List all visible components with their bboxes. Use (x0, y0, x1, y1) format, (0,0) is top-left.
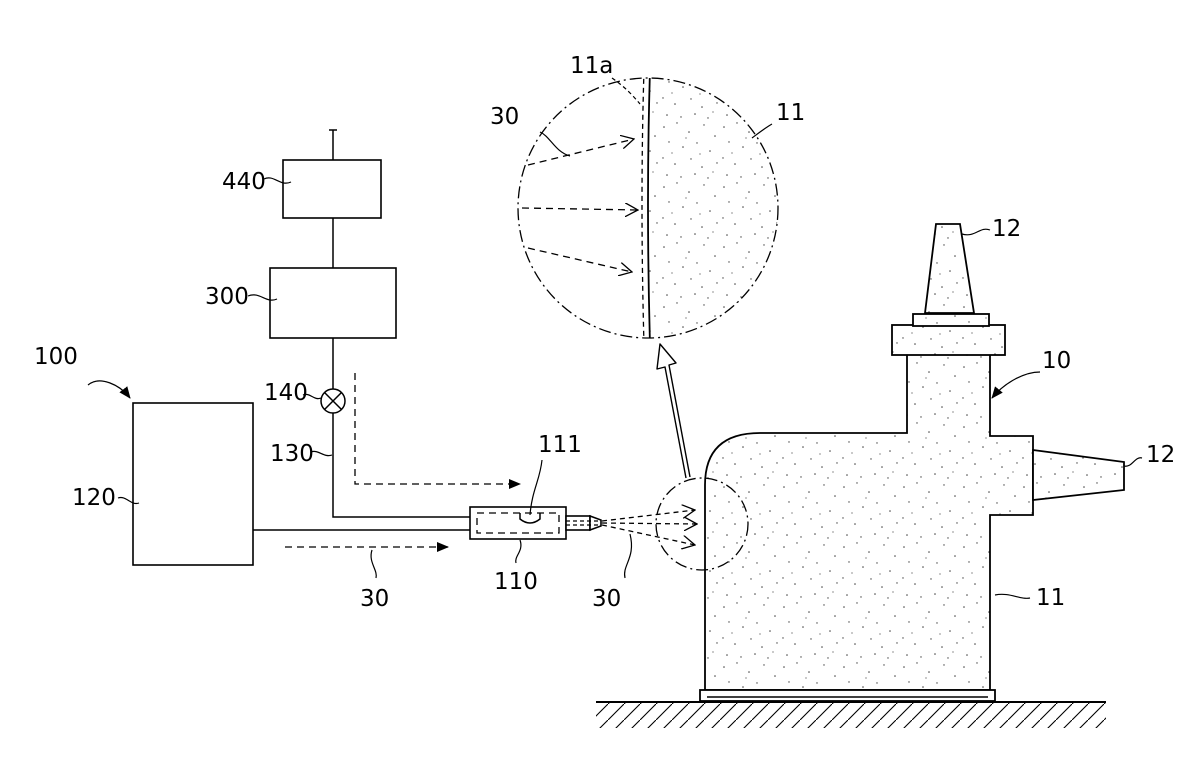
leader-10 (992, 372, 1040, 398)
spray-gun-110 (470, 507, 601, 539)
leader-12-top (962, 229, 990, 235)
label-140: 140 (264, 380, 308, 406)
label-110: 110 (494, 569, 538, 595)
magnify-arrow (657, 344, 690, 478)
label-300: 300 (205, 284, 249, 310)
spray-jet-30 (602, 510, 697, 545)
label-10: 10 (1042, 348, 1071, 374)
leader-30-bottom (371, 550, 376, 578)
label-11-body: 11 (1036, 585, 1065, 611)
top-bushing-12 (925, 224, 974, 313)
top-flange-ring (913, 314, 989, 326)
side-bushing-12 (1033, 450, 1124, 500)
label-12-side: 12 (1146, 442, 1175, 468)
unit-300-box (270, 268, 396, 338)
leader-11-detail (752, 124, 772, 138)
workpiece-10 (700, 224, 1124, 701)
leader-30-detail (540, 132, 570, 156)
top-flange (892, 325, 1005, 355)
leader-130 (311, 451, 332, 455)
leader-110 (516, 540, 521, 563)
label-11-detail: 11 (776, 100, 805, 126)
label-440: 440 (222, 169, 266, 195)
label-30-bottom: 30 (360, 586, 389, 612)
label-130: 130 (270, 441, 314, 467)
supply-line-130 (333, 413, 470, 517)
supply-unit-120-box (133, 403, 253, 565)
label-111: 111 (538, 432, 582, 458)
label-11a: 11a (570, 53, 613, 79)
label-100: 100 (34, 344, 78, 370)
leader-11-body (995, 594, 1030, 598)
leader-100 (88, 381, 130, 398)
flow-arrow-130 (355, 373, 520, 484)
label-30-detail: 30 (490, 104, 519, 130)
unit-440-box (283, 160, 381, 218)
ground-hatching (596, 702, 1106, 728)
base-plate (700, 690, 995, 701)
detail-view (518, 70, 790, 345)
leader-30-nozzle (625, 534, 632, 578)
label-30-nozzle: 30 (592, 586, 621, 612)
label-12-top: 12 (992, 216, 1021, 242)
label-120: 120 (72, 485, 116, 511)
valve-140-icon (321, 389, 345, 413)
leader-12-side (1124, 458, 1142, 466)
